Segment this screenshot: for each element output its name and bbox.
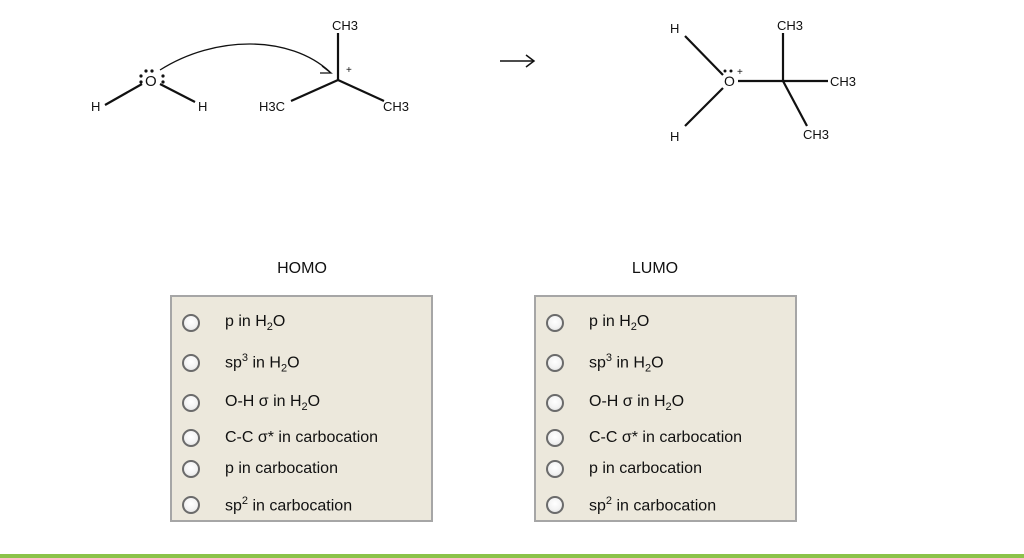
option-label-sub: 2 [644, 362, 652, 375]
bottom-divider [0, 554, 1024, 558]
option-label-sup: 2 [605, 494, 613, 507]
option-label-pre: p in H [225, 312, 267, 330]
option-label-pre: O-H σ in H [225, 392, 302, 410]
radio-button[interactable] [182, 496, 200, 514]
option-label-mid: in carbocation [612, 497, 717, 515]
homo-option[interactable]: O-H σ in H2O [172, 388, 431, 418]
option-label: p in carbocation [225, 460, 338, 478]
option-label: sp2 in carbocation [225, 495, 352, 515]
radio-button[interactable] [182, 314, 200, 332]
option-label-post: O [307, 392, 321, 410]
radio-button[interactable] [546, 496, 564, 514]
option-label-pre: sp [225, 497, 242, 515]
product-molecule: H H O + CH3 CH3 CH3 [670, 18, 856, 144]
homo-option[interactable]: sp3 in H2O [172, 348, 431, 378]
option-label-mid: in H [248, 354, 281, 372]
option-label-post: O [287, 354, 300, 372]
radio-button[interactable] [546, 354, 564, 372]
option-label-sub: 2 [630, 321, 637, 334]
water-oxygen: O [145, 73, 157, 90]
option-label-pre: sp [589, 354, 606, 372]
homo-option[interactable]: p in carbocation [172, 454, 431, 484]
water-h-right: H [198, 99, 207, 114]
reaction-diagram: H O H CH3 H3C CH3 + [91, 18, 856, 144]
option-label: C-C σ* in carbocation [225, 429, 378, 447]
option-label-pre: C-C σ* in carbocation [225, 429, 379, 446]
product-ch3-bottom: CH3 [803, 127, 829, 142]
lumo-option[interactable]: O-H σ in H2O [536, 388, 795, 418]
option-label-pre: O-H σ in H [589, 392, 666, 410]
lumo-title: LUMO [631, 260, 679, 277]
cation-h3c-left: H3C [259, 99, 285, 114]
option-label-sub: 2 [301, 401, 308, 414]
option-label-post: O [636, 312, 650, 330]
radio-button[interactable] [546, 394, 564, 412]
radio-button[interactable] [546, 314, 564, 332]
option-label-mid: in H [612, 354, 645, 372]
option-label-sub: 2 [266, 321, 273, 334]
option-label-pre: p in carbocation [589, 460, 702, 477]
lumo-option[interactable]: sp2 in carbocation [536, 490, 795, 520]
option-label-mid: in carbocation [248, 497, 353, 515]
lumo-option[interactable]: p in carbocation [536, 454, 795, 484]
option-label: O-H σ in H2O [589, 393, 684, 413]
radio-button[interactable] [546, 429, 564, 447]
option-label-sup: 3 [605, 351, 613, 364]
product-oxygen: O [724, 73, 735, 89]
option-label-pre: p in carbocation [225, 460, 338, 477]
homo-option[interactable]: C-C σ* in carbocation [172, 423, 431, 453]
product-ch3-right: CH3 [830, 74, 856, 89]
carbocation-molecule: CH3 H3C CH3 + [259, 18, 409, 114]
water-molecule: H O H [91, 69, 207, 114]
option-label-sup: 2 [241, 494, 249, 507]
product-charge: + [737, 67, 743, 78]
radio-button[interactable] [182, 394, 200, 412]
option-label-sub: 2 [665, 401, 672, 414]
curved-arrow-icon [159, 43, 333, 74]
water-h-left: H [91, 99, 100, 114]
reaction-arrow-icon [500, 54, 536, 68]
option-label: sp3 in H2O [225, 352, 300, 375]
product-h-top: H [670, 21, 679, 36]
product-ch3-top: CH3 [777, 18, 803, 33]
option-label-post: O [671, 392, 685, 410]
reaction-scheme: H O H CH3 H3C CH3 + [0, 0, 1024, 170]
cation-charge: + [346, 65, 352, 76]
option-label-post: O [272, 312, 286, 330]
product-h-bottom: H [670, 129, 679, 144]
radio-button[interactable] [546, 460, 564, 478]
option-label: C-C σ* in carbocation [589, 429, 742, 447]
lumo-option[interactable]: p in H2O [536, 308, 795, 338]
homo-option[interactable]: p in H2O [172, 308, 431, 338]
lumo-option[interactable]: sp3 in H2O [536, 348, 795, 378]
option-label: O-H σ in H2O [225, 393, 320, 413]
radio-button[interactable] [182, 460, 200, 478]
option-label-pre: C-C σ* in carbocation [589, 429, 743, 446]
cation-ch3-right: CH3 [383, 99, 409, 114]
homo-title: HOMO [277, 260, 327, 277]
option-label-pre: sp [225, 354, 242, 372]
option-label-sub: 2 [280, 362, 288, 375]
cation-ch3-top: CH3 [332, 18, 358, 33]
lumo-option[interactable]: C-C σ* in carbocation [536, 423, 795, 453]
option-label: p in H2O [589, 313, 649, 333]
option-label: sp2 in carbocation [589, 495, 716, 515]
option-label: p in carbocation [589, 460, 702, 478]
option-label-pre: p in H [589, 312, 631, 330]
option-label-sup: 3 [241, 351, 249, 364]
option-label: sp3 in H2O [589, 352, 664, 375]
option-label-pre: sp [589, 497, 606, 515]
radio-button[interactable] [182, 354, 200, 372]
homo-option[interactable]: sp2 in carbocation [172, 490, 431, 520]
radio-button[interactable] [182, 429, 200, 447]
option-label-post: O [651, 354, 664, 372]
option-label: p in H2O [225, 313, 285, 333]
